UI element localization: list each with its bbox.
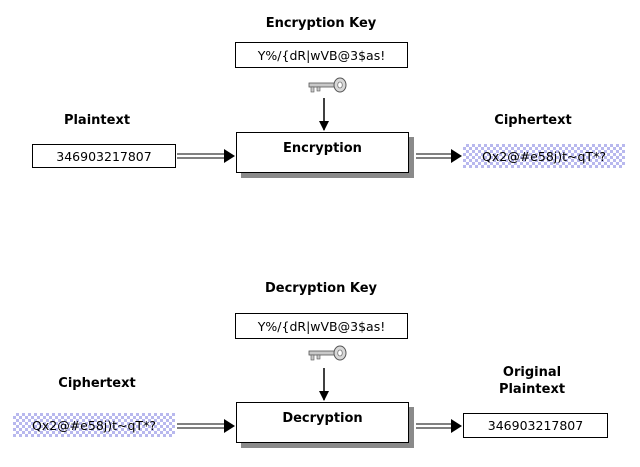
encryption-key-label: Encryption Key: [265, 16, 377, 31]
decryption-plaintext-value: 346903217807: [463, 413, 608, 438]
encryption-process-box: Encryption: [236, 132, 409, 173]
decryption-ciphertext-label: Ciphertext: [58, 376, 136, 391]
encryption-plaintext-label: Plaintext: [63, 113, 131, 128]
encryption-key-value: Y%/{dR|wVB@3$as!: [235, 42, 408, 68]
decryption-output-arrow: [416, 419, 462, 433]
key-icon: [308, 345, 347, 361]
encryption-input-arrow: [177, 149, 235, 163]
encryption-output-arrow: [416, 149, 462, 163]
decryption-key-label: Decryption Key: [264, 281, 378, 296]
encryption-plaintext-value: 346903217807: [32, 144, 176, 168]
decryption-original-label-line1: Original: [502, 365, 562, 380]
encryption-ciphertext-value: Qx2@#e58j)t~qT*?: [463, 144, 625, 168]
encryption-ciphertext-label: Ciphertext: [494, 113, 572, 128]
decryption-key-value: Y%/{dR|wVB@3$as!: [235, 313, 408, 339]
decryption-original-plaintext-label: Original Plaintext: [499, 364, 565, 398]
decryption-input-arrow: [177, 419, 235, 433]
decryption-ciphertext-value: Qx2@#e58j)t~qT*?: [13, 413, 175, 437]
decryption-process-box: Decryption: [236, 402, 409, 443]
decryption-original-label-line2: Plaintext: [498, 382, 566, 397]
key-icon: [308, 77, 347, 93]
